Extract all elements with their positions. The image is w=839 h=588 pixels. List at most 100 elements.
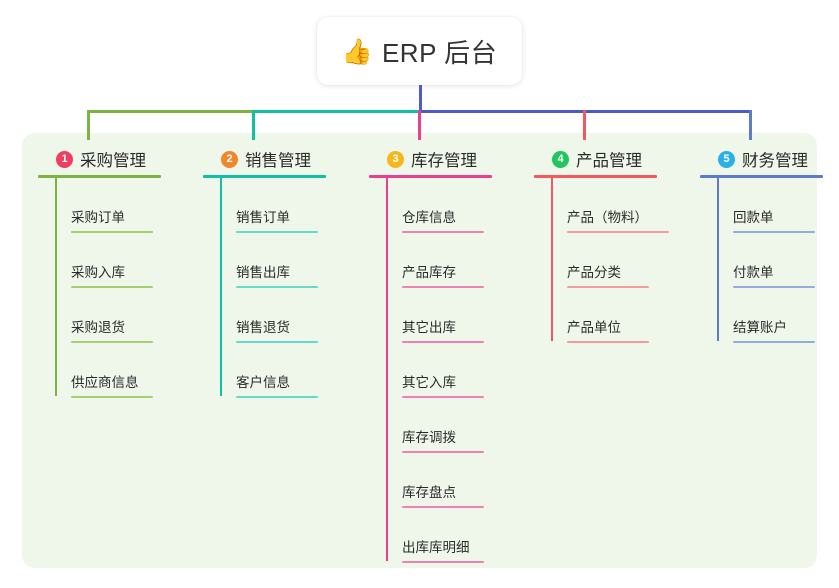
leaf-rule — [733, 231, 815, 233]
leaf-item[interactable]: 供应商信息 — [55, 343, 188, 398]
branch-header-1[interactable]: 1 采购管理 — [38, 147, 188, 171]
connector-drop-1 — [87, 110, 90, 140]
leaf-rule — [567, 231, 669, 233]
branch-title-1: 采购管理 — [80, 152, 146, 170]
connector-root-stem — [419, 85, 422, 112]
leaf-item[interactable]: 结算账户 — [717, 288, 839, 343]
branch-header-4[interactable]: 4 产品管理 — [534, 147, 684, 171]
branch-rule-5 — [700, 175, 823, 178]
leaf-label: 客户信息 — [236, 375, 290, 391]
leaf-label: 回款单 — [733, 210, 774, 226]
branch-column-5: 5 财务管理 回款单 付款单 结算账户 — [700, 147, 839, 343]
leaf-item[interactable]: 付款单 — [717, 233, 839, 288]
leaf-item[interactable]: 客户信息 — [220, 343, 353, 398]
connector-bus-green — [87, 110, 254, 113]
branch-badge-4: 4 — [552, 150, 569, 168]
connector-drop-3 — [418, 110, 421, 140]
leaf-item[interactable]: 产品（物料） — [551, 178, 684, 233]
leaf-label: 付款单 — [733, 265, 774, 281]
leaf-item[interactable]: 产品库存 — [386, 233, 519, 288]
leaf-label: 采购入库 — [71, 265, 125, 281]
leaf-item[interactable]: 产品单位 — [551, 288, 684, 343]
leaf-item[interactable]: 库存调拨 — [386, 398, 519, 453]
leaf-rule — [71, 231, 153, 233]
branch-rule-3 — [369, 175, 492, 178]
branch-spine-3 — [386, 178, 388, 561]
connector-bus-teal — [253, 110, 420, 113]
branch-spine-4 — [551, 178, 553, 341]
leaf-rule — [402, 561, 484, 563]
leaf-rule — [71, 396, 153, 398]
leaf-item[interactable]: 出库库明细 — [386, 508, 519, 563]
leaf-label: 库存盘点 — [402, 485, 456, 501]
leaf-label: 出库库明细 — [402, 540, 470, 556]
branch-spine-2 — [220, 178, 222, 396]
branch-header-3[interactable]: 3 库存管理 — [369, 147, 519, 171]
connector-drop-4 — [583, 110, 586, 140]
leaf-item[interactable]: 库存盘点 — [386, 453, 519, 508]
leaf-label: 产品库存 — [402, 265, 456, 281]
leaf-label: 销售退货 — [236, 320, 290, 336]
branch-spine-1 — [55, 178, 57, 396]
leaf-item[interactable]: 销售出库 — [220, 233, 353, 288]
leaf-label: 采购订单 — [71, 210, 125, 226]
branch-badge-5: 5 — [718, 150, 735, 168]
leaf-label: 产品单位 — [567, 320, 621, 336]
branch-badge-1: 1 — [56, 150, 73, 168]
leaf-item[interactable]: 其它出库 — [386, 288, 519, 343]
leaf-item[interactable]: 回款单 — [717, 178, 839, 233]
leaf-rule — [402, 341, 484, 343]
branch-column-1: 1 采购管理 采购订单 采购入库 采购退货 供应商信息 — [38, 147, 188, 398]
leaf-label: 采购退货 — [71, 320, 125, 336]
leaf-label: 结算账户 — [733, 320, 787, 336]
leaf-item[interactable]: 仓库信息 — [386, 178, 519, 233]
leaf-label: 其它出库 — [402, 320, 456, 336]
leaf-label: 供应商信息 — [71, 375, 139, 391]
leaf-rule — [733, 341, 815, 343]
leaf-item[interactable]: 销售订单 — [220, 178, 353, 233]
leaf-rule — [402, 506, 484, 508]
leaf-rule — [402, 451, 484, 453]
leaf-label: 仓库信息 — [402, 210, 456, 226]
root-node-erp-backend[interactable]: 👍 ERP 后台 — [317, 17, 522, 85]
leaf-item[interactable]: 采购退货 — [55, 288, 188, 343]
leaf-item[interactable]: 采购订单 — [55, 178, 188, 233]
leaf-rule — [733, 286, 815, 288]
leaf-item[interactable]: 产品分类 — [551, 233, 684, 288]
branch-column-2: 2 销售管理 销售订单 销售出库 销售退货 客户信息 — [203, 147, 353, 398]
branch-leaves-1: 采购订单 采购入库 采购退货 供应商信息 — [38, 178, 188, 398]
branch-rule-4 — [534, 175, 657, 178]
leaf-label: 产品分类 — [567, 265, 621, 281]
branch-header-5[interactable]: 5 财务管理 — [700, 147, 839, 171]
leaf-rule — [236, 286, 318, 288]
leaf-rule — [567, 341, 649, 343]
leaf-label: 销售订单 — [236, 210, 290, 226]
leaf-label: 销售出库 — [236, 265, 290, 281]
branch-leaves-2: 销售订单 销售出库 销售退货 客户信息 — [203, 178, 353, 398]
leaf-label: 其它入库 — [402, 375, 456, 391]
branch-rule-1 — [38, 175, 161, 178]
leaf-rule — [402, 396, 484, 398]
leaf-rule — [71, 341, 153, 343]
branch-badge-3: 3 — [387, 150, 404, 168]
leaf-item[interactable]: 采购入库 — [55, 233, 188, 288]
leaf-rule — [402, 286, 484, 288]
leaf-item[interactable]: 销售退货 — [220, 288, 353, 343]
branch-title-5: 财务管理 — [742, 152, 808, 170]
leaf-rule — [567, 286, 649, 288]
branch-header-2[interactable]: 2 销售管理 — [203, 147, 353, 171]
branch-column-4: 4 产品管理 产品（物料） 产品分类 产品单位 — [534, 147, 684, 343]
leaf-item[interactable]: 其它入库 — [386, 343, 519, 398]
branch-leaves-4: 产品（物料） 产品分类 产品单位 — [534, 178, 684, 343]
leaf-label: 产品（物料） — [567, 210, 648, 226]
branch-leaves-3: 仓库信息 产品库存 其它出库 其它入库 库存调拨 库存盘点 — [369, 178, 519, 563]
branch-title-3: 库存管理 — [411, 152, 477, 170]
leaf-rule — [236, 396, 318, 398]
branch-badge-2: 2 — [221, 150, 238, 168]
root-node-title: ERP 后台 — [381, 37, 498, 68]
connector-drop-5 — [749, 110, 752, 140]
branch-leaves-5: 回款单 付款单 结算账户 — [700, 178, 839, 343]
connector-drop-2 — [252, 110, 255, 140]
branch-title-4: 产品管理 — [576, 152, 642, 170]
